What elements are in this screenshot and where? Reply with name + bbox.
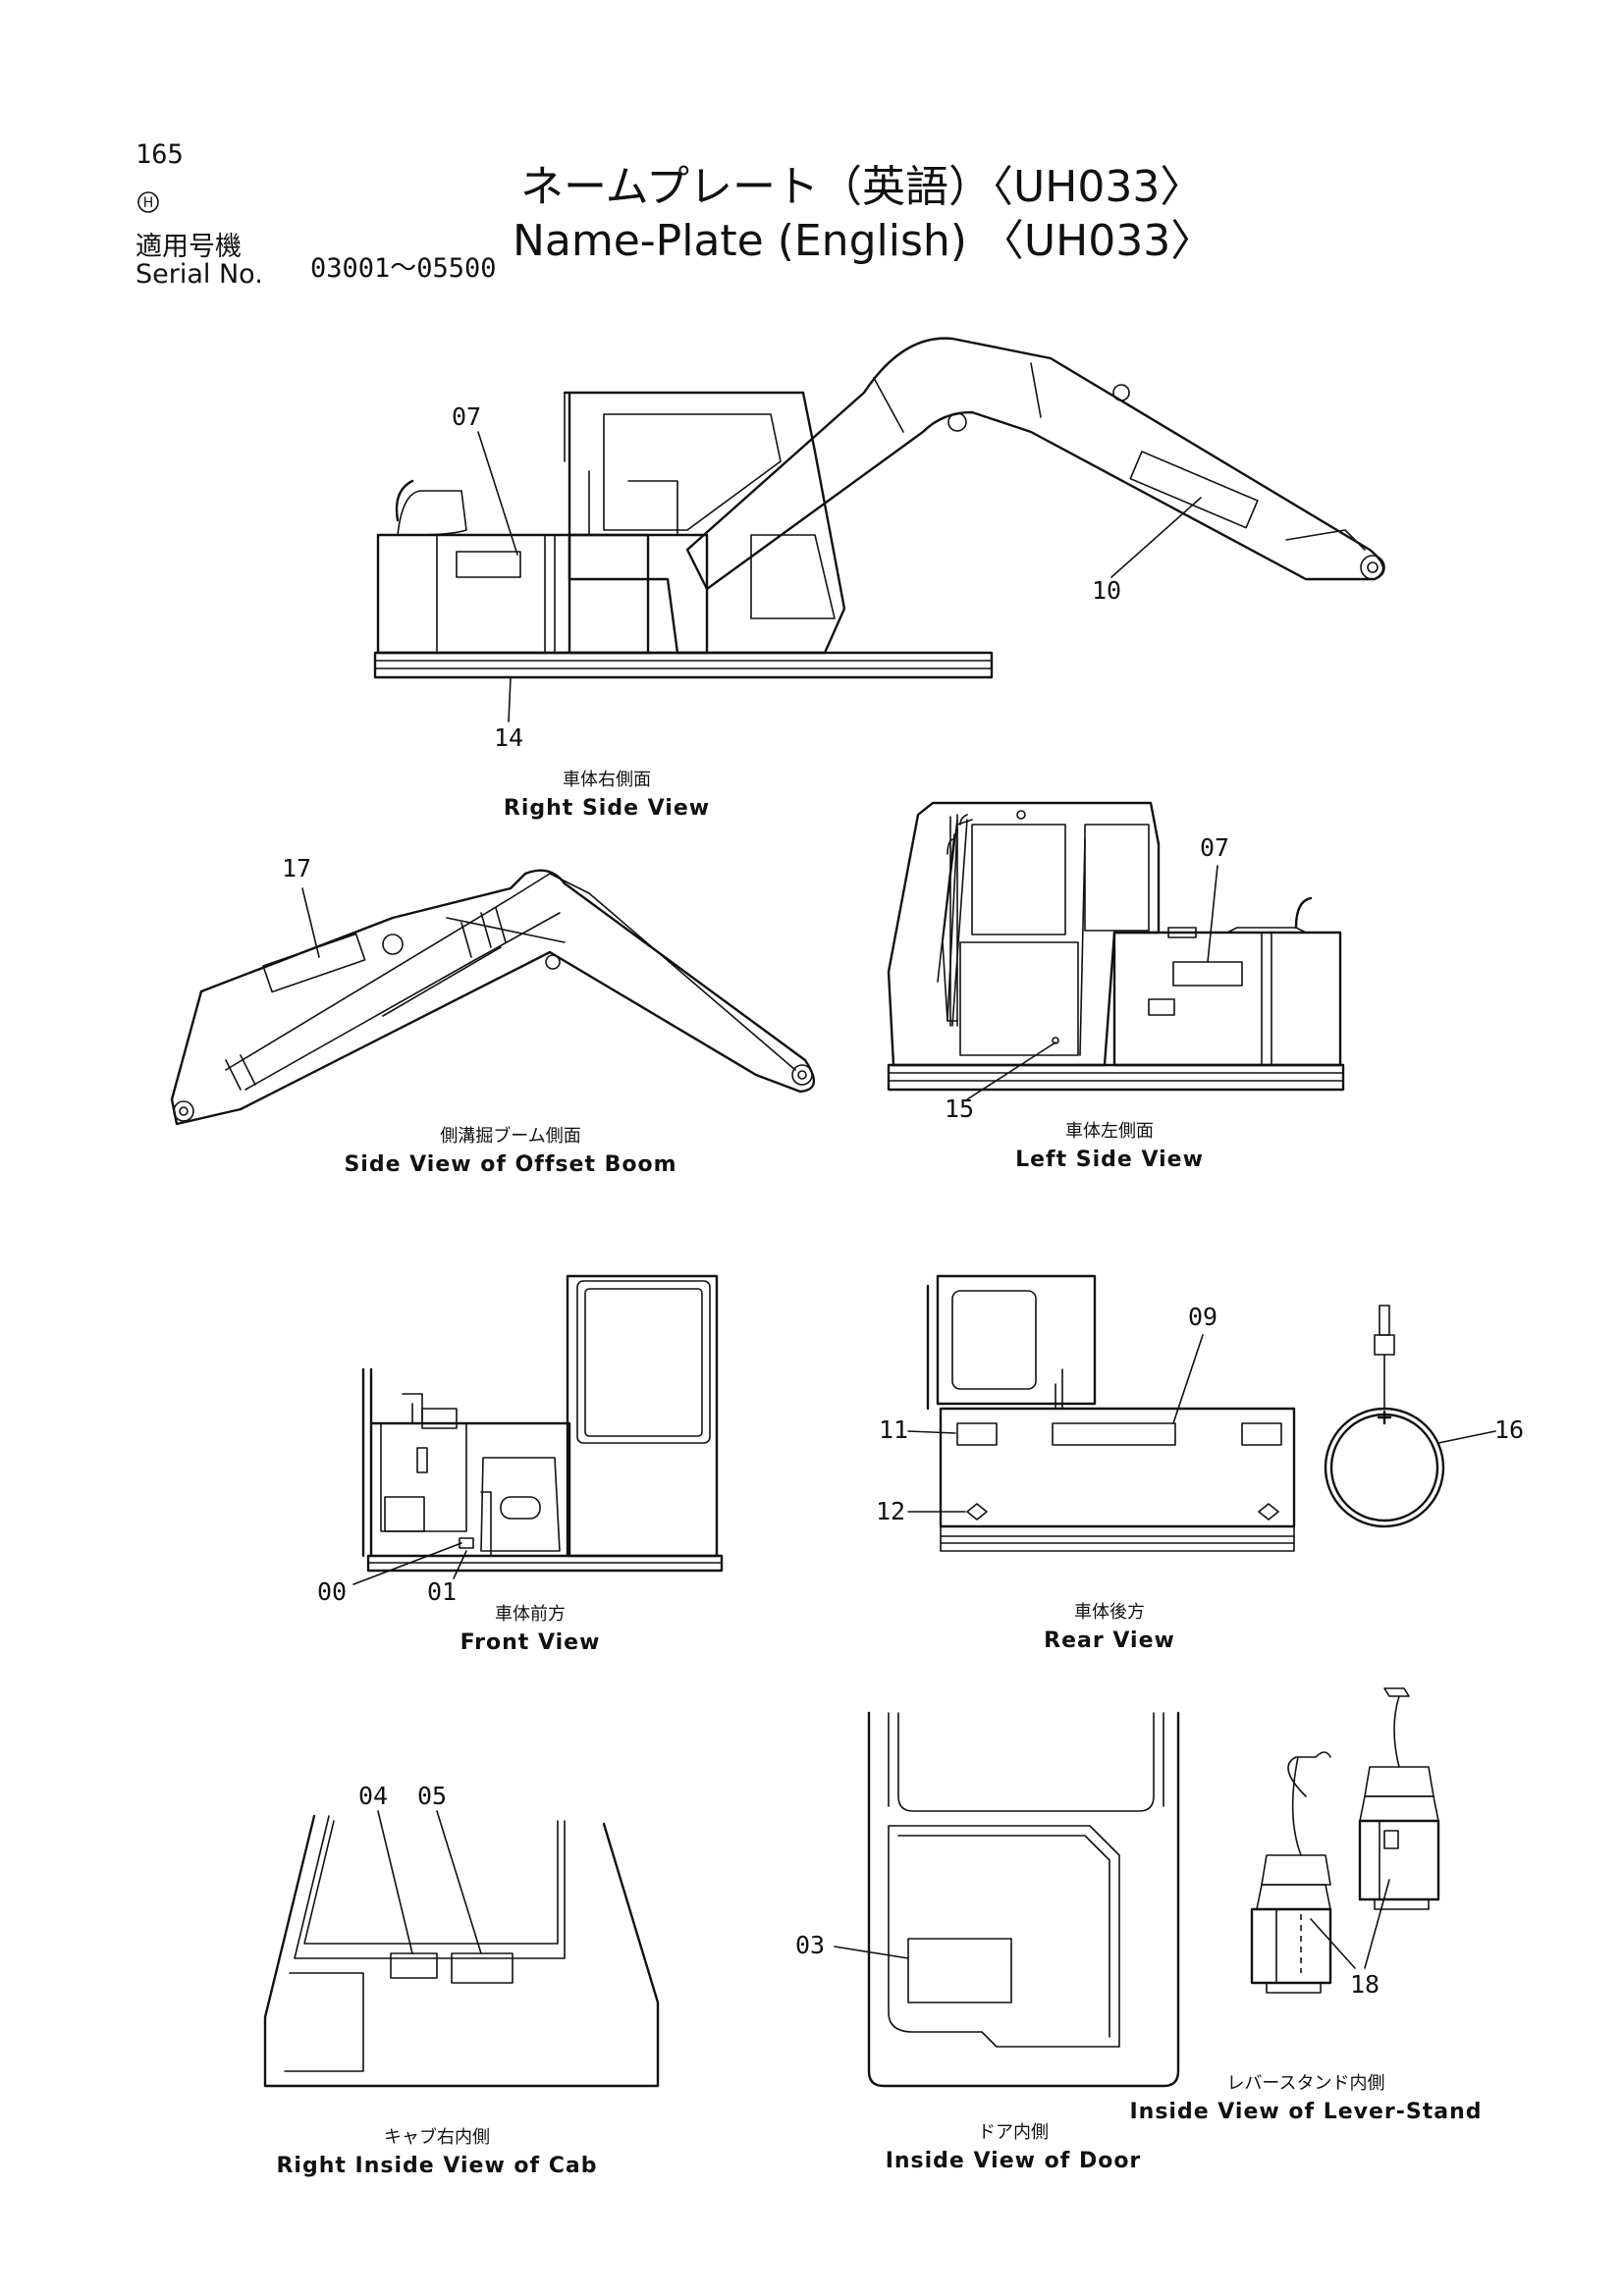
front-upper (361, 1367, 571, 1558)
callout-10: 10 (1092, 576, 1121, 605)
callout-11: 11 (879, 1415, 908, 1444)
right-side-cab (563, 391, 846, 655)
callout-00: 00 (317, 1577, 347, 1606)
right-side-boom (685, 337, 1385, 591)
plate-03 (907, 1938, 1012, 2003)
plate-09 (1052, 1422, 1176, 1446)
rear-caption-en: Rear View (1044, 1629, 1175, 1653)
callout-04: 04 (358, 1782, 388, 1810)
door-inside-view: 03 ドア内側 Inside View of Door (795, 1711, 1180, 2173)
plate-07-left (1172, 961, 1243, 987)
front-caption-en: Front View (460, 1630, 601, 1655)
page-number: 165 (135, 139, 184, 170)
offset-boom-drawing (170, 869, 815, 1126)
door-inside-caption-jp: ドア内側 (978, 2122, 1049, 2143)
callout-07-left: 07 (1200, 833, 1229, 862)
lever-stand-view: 18 レバースタンド内側 Inside View of Lever-Stand (1129, 1687, 1482, 2124)
callout-12: 12 (876, 1497, 905, 1525)
plate-10 (1129, 451, 1259, 529)
serial-range: 03001～05500 (310, 253, 497, 284)
cab-inside-caption-jp: キャブ右内側 (384, 2126, 490, 2148)
callout-09: 09 (1188, 1303, 1217, 1331)
right-side-caption-jp: 車体右側面 (563, 770, 651, 790)
right-side-upper-body (376, 479, 709, 655)
rear-counterweight (939, 1407, 1296, 1552)
right-side-view: 07 10 14 車体右側面 Right Side View (373, 337, 1385, 821)
callout-14: 14 (494, 723, 523, 752)
callout-16: 16 (1494, 1415, 1524, 1444)
plate-17 (262, 933, 366, 993)
plate-05 (451, 1952, 514, 1984)
lever-stand-caption-en: Inside View of Lever-Stand (1129, 2100, 1482, 2124)
lever-stand-right (1358, 1687, 1440, 1910)
maker-logo-letter: H (143, 195, 154, 211)
left-side-caption-en: Left Side View (1015, 1148, 1204, 1172)
plate-07-right (456, 551, 521, 578)
lever-knob-detail (1324, 1305, 1445, 1528)
serial-label-en: Serial No. (135, 259, 263, 290)
plate-11 (956, 1422, 998, 1446)
header: 165 H 適用号機 Serial No. 03001～05500 ネームプレー… (135, 139, 1214, 290)
callout-15: 15 (945, 1095, 974, 1123)
cab-inside-caption-en: Right Inside View of Cab (276, 2154, 597, 2178)
left-side-tracks (887, 1063, 1345, 1092)
callout-03: 03 (795, 1931, 825, 1959)
right-side-tracks (373, 651, 994, 679)
front-cab (566, 1274, 719, 1558)
serial-label-jp: 適用号機 (135, 232, 242, 262)
front-view: 00 01 車体前方 Front View (317, 1274, 724, 1655)
callout-07: 07 (452, 402, 481, 431)
plate-12 (966, 1503, 988, 1521)
right-side-callouts: 07 10 14 (452, 402, 1202, 752)
right-side-caption-en: Right Side View (504, 796, 710, 821)
front-caption-jp: 車体前方 (495, 1604, 566, 1625)
rear-view: 09 11 12 16 車体後方 Rear View (876, 1274, 1524, 1653)
plate-04 (390, 1952, 438, 1979)
offset-boom-caption-jp: 側溝掘ブーム側面 (440, 1125, 580, 1147)
left-side-caption-jp: 車体左側面 (1065, 1121, 1154, 1142)
rear-caption-jp: 車体後方 (1074, 1602, 1145, 1623)
callout-01: 01 (427, 1577, 457, 1606)
callout-17: 17 (282, 854, 311, 882)
maker-logo: H (137, 191, 159, 213)
title-jp: ネームプレート（英語）〈UH033〉 (520, 162, 1203, 212)
door-inside-drawing (867, 1711, 1180, 2088)
callout-05: 05 (417, 1782, 447, 1810)
offset-boom-caption-en: Side View of Offset Boom (344, 1152, 676, 1177)
left-side-view: 07 15 車体左側面 Left Side View (887, 801, 1345, 1172)
rear-cab (926, 1274, 1097, 1411)
door-inside-caption-en: Inside View of Door (886, 2149, 1142, 2173)
offset-boom-view: 17 側溝掘ブーム側面 Side View of Offset Boom (170, 854, 815, 1177)
title-en: Name-Plate (English) 〈UH033〉 (513, 216, 1214, 266)
left-side-cab (887, 801, 1161, 1067)
lever-stand-caption-jp: レバースタンド内側 (1226, 2073, 1384, 2094)
cab-inside-view: 04 05 キャブ右内側 Right Inside View of Cab (263, 1782, 660, 2178)
cab-inside-drawing (263, 1814, 660, 2088)
callout-18: 18 (1350, 1970, 1380, 1999)
lever-stand-left (1250, 1751, 1332, 1994)
left-side-upper-body (1112, 896, 1342, 1067)
